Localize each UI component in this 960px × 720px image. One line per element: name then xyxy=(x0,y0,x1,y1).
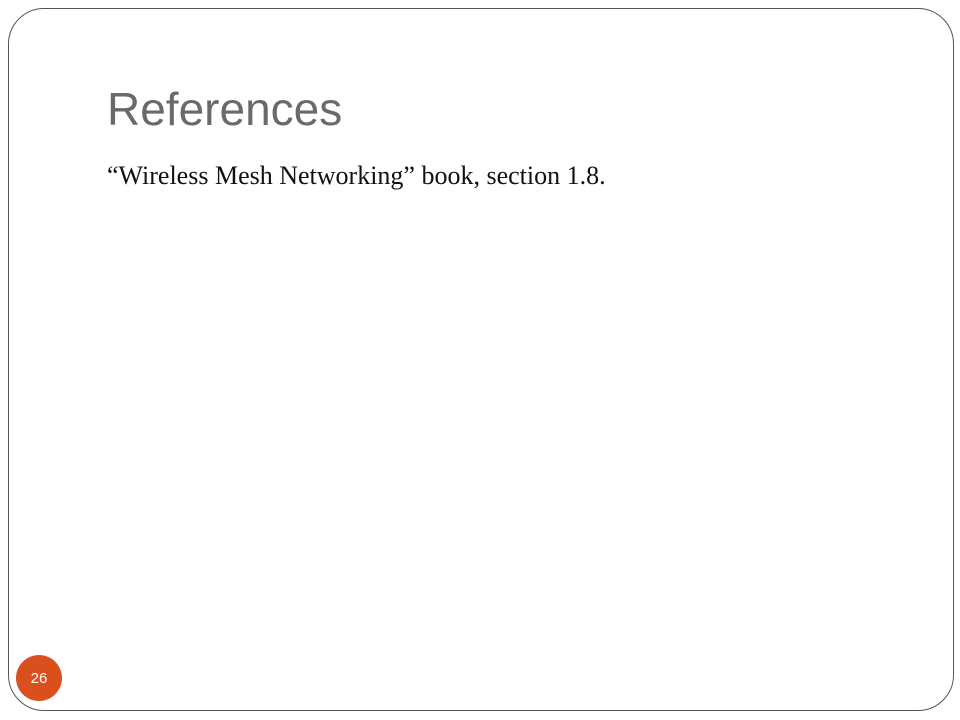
page-number-badge: 26 xyxy=(16,655,62,701)
slide-frame xyxy=(8,8,954,711)
reference-text: “Wireless Mesh Networking” book, section… xyxy=(107,161,606,190)
page-number: 26 xyxy=(30,669,48,687)
slide-title: References xyxy=(107,83,343,135)
